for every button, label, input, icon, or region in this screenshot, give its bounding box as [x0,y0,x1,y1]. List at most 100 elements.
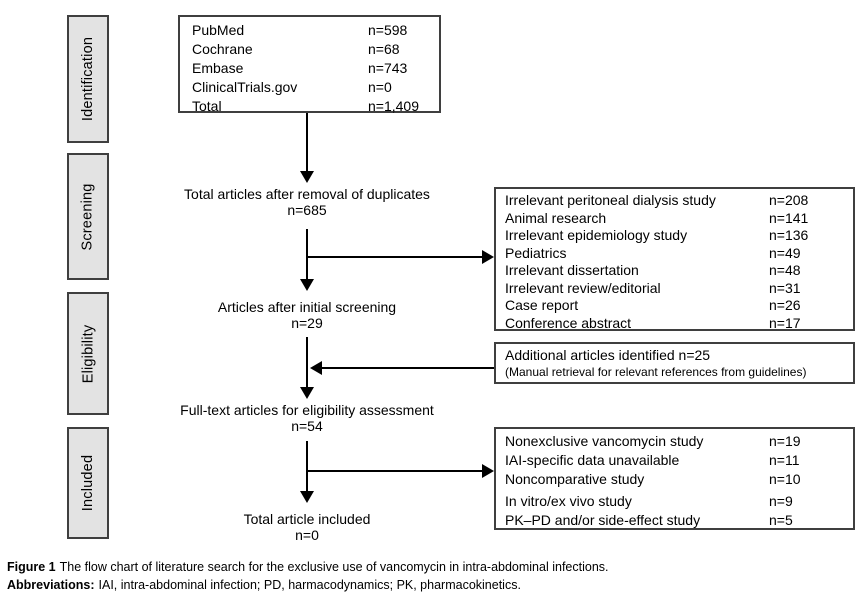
stage-identification-label: Identification [80,36,96,122]
stage-identification: Identification [67,15,109,143]
arrow-down-icon [300,491,314,503]
exclusion-row: Nonexclusive vancomycin study n=19 [496,433,853,452]
stage-eligibility-label: Eligibility [80,324,97,383]
exclusion-row: Animal research n=141 [496,210,853,228]
source-row: ClinicalTrials.gov n=0 [180,79,439,98]
source-label: Cochrane [192,41,253,57]
exclusion-label: Irrelevant peritoneal dialysis study [505,192,716,208]
source-row: PubMed n=598 [180,22,439,41]
exclusion-count: n=49 [769,244,801,261]
figure-caption-text: The flow chart of literature search for … [59,560,609,574]
exclusion-label: Nonexclusive vancomycin study [505,433,704,449]
exclusion-row: Irrelevant peritoneal dialysis study n=2… [496,192,853,210]
exclusion-count: n=11 [769,452,800,468]
stage-screening: Screening [67,153,109,280]
flow-node-title: Total articles after removal of duplicat… [184,186,430,202]
flow-node-title: Articles after initial screening [217,299,397,315]
arrow-line [306,113,308,172]
exclusion-row: Irrelevant review/editorial n=31 [496,280,853,298]
source-count: n=598 [368,22,408,38]
flow-node-count: n=54 [291,418,323,434]
exclusion-label: Conference abstract [505,314,632,331]
arrow-line [306,337,308,388]
exclusion-row: Pediatrics n=49 [496,245,853,263]
exclusion-label: Irrelevant review/editorial [505,279,661,296]
arrow-line [306,470,482,472]
source-row: Total n=1,409 [180,98,439,117]
stage-eligibility: Eligibility [67,292,109,415]
exclusion-label: Noncomparative study [505,471,645,487]
flow-node-initial-screening: Articles after initial screening n=29 [132,299,482,331]
exclusion-count: n=10 [769,471,801,487]
exclusion-row: IAI-specific data unavailable n=11 [496,452,853,471]
source-label: PubMed [192,22,245,38]
source-label: Embase [192,60,244,76]
exclusion-label: Pediatrics [505,244,567,261]
stage-included: Included [67,427,109,539]
abbreviations-text: IAI, intra-abdominal infection; PD, harm… [98,578,521,592]
arrow-right-icon [482,464,494,478]
flow-node-count: n=685 [287,202,327,218]
exclusion-label: Animal research [505,209,607,226]
abbreviations-label: Abbreviations: [7,578,95,592]
exclusion-label: Irrelevant epidemiology study [505,227,688,243]
exclusion-count: n=19 [769,433,801,449]
additional-articles-subtitle: (Manual retrieval for relevant reference… [505,365,807,379]
arrow-down-icon [300,387,314,399]
exclusion-row: Irrelevant dissertation n=48 [496,262,853,280]
flow-node-title: Total article included [243,511,371,527]
source-count: n=0 [368,79,392,95]
source-count: n=743 [368,60,408,76]
flow-node-included: Total article included n=0 [132,511,482,543]
exclusion-row: Noncomparative study n=10 [496,471,853,490]
exclusion-row: Conference abstract n=17 [496,315,853,333]
exclusion-count: n=5 [769,512,793,528]
arrow-line [306,441,308,492]
sources-box: PubMed n=598 Cochrane n=68 Embase n=743 … [178,15,441,114]
exclusion-label: Case report [505,297,579,313]
exclusion-count: n=48 [769,262,801,278]
exclusion-count: n=208 [769,192,809,208]
exclusion-count: n=136 [769,227,809,243]
flow-node-fulltext: Full-text articles for eligibility asses… [132,402,482,434]
arrow-right-icon [482,250,494,264]
abbreviations-caption: Abbreviations:IAI, intra-abdominal infec… [7,578,521,593]
exclusion-count: n=17 [769,314,801,331]
flow-node-count: n=29 [291,315,323,331]
exclusion-row: Irrelevant epidemiology study n=136 [496,227,853,245]
flow-node-duplicates-removed: Total articles after removal of duplicat… [132,186,482,218]
exclusion-label: In vitro/ex vivo study [505,493,632,509]
arrow-down-icon [300,171,314,183]
exclusion-row: PK–PD and/or side-effect study n=5 [496,512,853,531]
eligibility-exclusions-box: Nonexclusive vancomycin study n=19 IAI-s… [494,427,855,530]
exclusion-count: n=26 [769,297,801,313]
exclusion-label: PK–PD and/or side-effect study [505,512,701,528]
arrow-line [306,229,308,280]
exclusion-row: In vitro/ex vivo study n=9 [496,493,853,512]
source-count: n=1,409 [368,98,419,114]
additional-articles-box: Additional articles identified n=25 (Man… [494,342,855,384]
exclusion-row: Case report n=26 [496,297,853,315]
exclusion-label: Irrelevant dissertation [505,262,639,278]
flow-node-title: Full-text articles for eligibility asses… [180,402,434,418]
source-count: n=68 [368,41,400,57]
source-row: Cochrane n=68 [180,41,439,60]
source-label: ClinicalTrials.gov [192,79,298,95]
exclusion-label: IAI-specific data unavailable [505,452,680,468]
figure-label: Figure 1 [7,560,56,574]
source-row: Embase n=743 [180,60,439,79]
exclusion-count: n=31 [769,279,801,296]
screening-exclusions-box: Irrelevant peritoneal dialysis study n=2… [494,187,855,331]
arrow-down-icon [300,279,314,291]
arrow-line [306,256,484,258]
source-label: Total [192,98,222,114]
arrow-left-icon [310,361,322,375]
additional-articles-title: Additional articles identified n=25 [505,347,711,363]
stage-included-label: Included [80,454,97,512]
flow-node-count: n=0 [295,527,319,543]
exclusion-count: n=9 [769,493,793,509]
exclusion-count: n=141 [769,209,809,226]
stage-screening-label: Screening [80,182,96,251]
arrow-line [322,367,494,369]
